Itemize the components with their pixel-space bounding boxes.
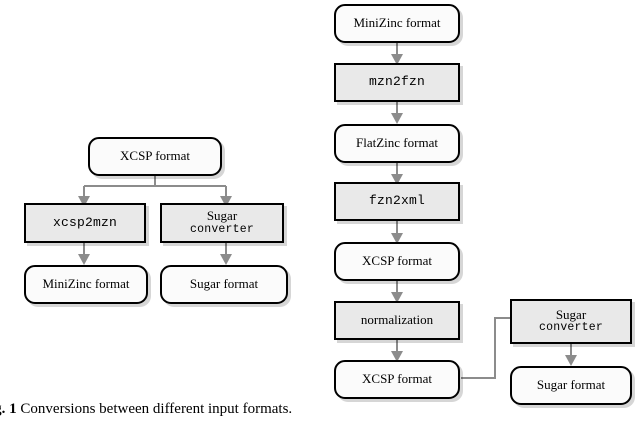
node-xcsp-format-bottom[interactable]: XCSP format: [334, 360, 460, 399]
connector-sugarconv2-to-sugarformat2: [565, 344, 577, 366]
node-label: xcsp2mzn: [52, 214, 117, 230]
node-flatzinc-format[interactable]: FlatZinc format: [334, 124, 460, 163]
node-mzn2fzn[interactable]: mzn2fzn: [334, 63, 460, 102]
connector-fzn2xml-to-xcsp: [391, 221, 403, 244]
node-label-line1: Sugar: [555, 306, 587, 322]
connector-minizinc-to-mzn2fzn: [391, 43, 403, 65]
node-fzn2xml[interactable]: fzn2xml: [334, 182, 460, 221]
connector-normalization-to-xcsp-bottom: [391, 340, 403, 362]
node-label: XCSP format: [362, 253, 432, 269]
connector-xcsp-to-normalization: [391, 281, 403, 303]
figure-caption-text: Conversions between different input form…: [20, 401, 293, 417]
node-label: MiniZinc format: [353, 15, 441, 31]
node-sugar-format[interactable]: Sugar format: [160, 265, 288, 304]
node-label: XCSP format: [120, 148, 190, 164]
node-minizinc-format-source[interactable]: MiniZinc format: [334, 4, 460, 43]
node-label: Sugar format: [189, 276, 259, 292]
figure-caption: ig. 1 Conversions between different inpu…: [0, 401, 630, 418]
node-xcsp2mzn[interactable]: xcsp2mzn: [24, 203, 146, 243]
node-xcsp-format-middle[interactable]: XCSP format: [334, 242, 460, 281]
node-label: normalization: [360, 312, 434, 328]
node-xcsp-format-source[interactable]: XCSP format: [88, 137, 222, 176]
figure-caption-label: ig. 1: [0, 401, 17, 417]
node-normalization[interactable]: normalization: [334, 301, 460, 340]
connector-mzn2fzn-to-flatzinc: [391, 102, 403, 124]
node-label: mzn2fzn: [368, 74, 425, 90]
node-label: MiniZinc format: [42, 276, 130, 292]
node-label-line1: Sugar: [206, 208, 238, 224]
node-label: Sugar format: [536, 377, 606, 393]
node-label-line2: converter: [539, 321, 603, 335]
connector-xcsp2mzn-to-minizinc: [78, 243, 90, 265]
node-sugar-converter[interactable]: Sugar converter: [160, 203, 284, 243]
node-label: FlatZinc format: [356, 135, 438, 151]
node-sugar-converter-2[interactable]: Sugar converter: [510, 299, 632, 344]
connector-sugarconv-to-sugarformat: [220, 243, 232, 265]
node-sugar-format-2[interactable]: Sugar format: [510, 366, 632, 405]
node-label-line2: converter: [190, 222, 254, 236]
node-minizinc-format[interactable]: MiniZinc format: [24, 265, 148, 304]
node-label: XCSP format: [362, 371, 432, 387]
node-label: fzn2xml: [368, 193, 425, 209]
